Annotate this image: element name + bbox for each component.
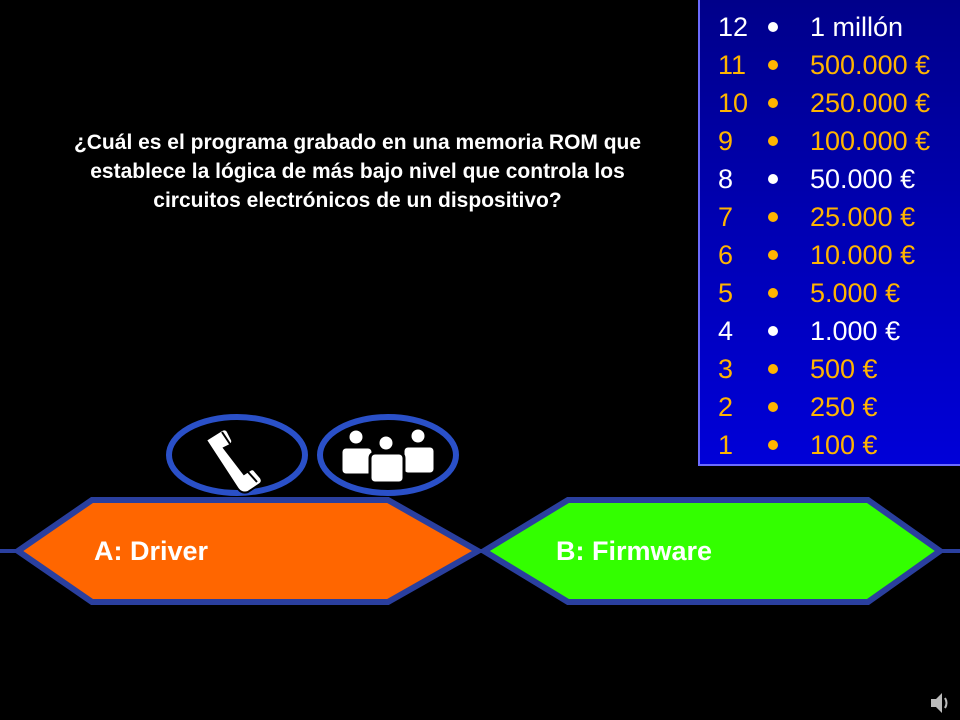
ladder-level: 6 [718, 240, 734, 270]
ladder-level: 9 [718, 126, 734, 156]
ladder-amount: 250 € [810, 392, 878, 422]
ladder-dot [768, 174, 778, 184]
answer-panel: A: Driver B: Firmware [0, 496, 960, 606]
ladder-row-1: 1 100 € [700, 426, 960, 464]
ladder-dot [768, 440, 778, 450]
ladder-dot [768, 136, 778, 146]
ladder-level: 8 [718, 164, 734, 194]
ladder-dot [768, 364, 778, 374]
ladder-amount: 25.000 € [810, 202, 916, 232]
ladder-row-5: 5 5.000 € [700, 274, 960, 312]
ladder-row-12: 12 1 millón [700, 8, 960, 46]
ladder-amount: 5.000 € [810, 278, 901, 308]
ladder-amount: 50.000 € [810, 164, 916, 194]
lifeline-ask-the-audience[interactable] [313, 410, 463, 500]
ladder-level: 7 [718, 202, 734, 232]
ladder-row-10: 10 250.000 € [700, 84, 960, 122]
ladder-row-4: 4 1.000 € [700, 312, 960, 350]
ladder-level: 12 [718, 12, 749, 42]
ladder-amount: 10.000 € [810, 240, 916, 270]
question-text: ¿Cuál es el programa grabado en una memo… [73, 131, 642, 212]
answer-b-button[interactable]: B: Firmware [556, 536, 713, 566]
ladder-dot [768, 22, 778, 32]
ladder-dot [768, 402, 778, 412]
ladder-dot [768, 60, 778, 70]
ladder-amount: 1.000 € [810, 316, 901, 346]
ladder-amount: 1 millón [810, 12, 904, 42]
answer-b-frame [478, 497, 946, 605]
lifeline-phone-a-friend[interactable] [162, 410, 312, 500]
ladder-level: 10 [718, 88, 749, 118]
ladder-dot [768, 288, 778, 298]
ladder-level: 1 [718, 430, 734, 460]
answer-frames [0, 497, 960, 605]
speaker-icon[interactable] [928, 690, 952, 716]
ladder-level: 2 [718, 392, 734, 422]
ladder-dot [768, 212, 778, 222]
ladder-row-11: 11 500.000 € [700, 46, 960, 84]
ladder-row-8: 8 50.000 € [700, 160, 960, 198]
ladder-row-3: 3 500 € [700, 350, 960, 388]
ladder-level: 3 [718, 354, 734, 384]
ladder-row-6: 6 10.000 € [700, 236, 960, 274]
ladder-amount: 500.000 € [810, 50, 931, 80]
ladder-amount: 100 € [810, 430, 878, 460]
ladder-level: 11 [718, 50, 747, 80]
ladder-level: 5 [718, 278, 734, 308]
ladder-row-2: 2 250 € [700, 388, 960, 426]
ladder-row-7: 7 25.000 € [700, 198, 960, 236]
ladder-level: 4 [718, 316, 734, 346]
ladder-row-9: 9 100.000 € [700, 122, 960, 160]
answer-a-button[interactable]: A: Driver [94, 536, 209, 566]
ladder-amount: 100.000 € [810, 126, 931, 156]
phone-icon [204, 428, 263, 494]
ladder-amount: 250.000 € [810, 88, 931, 118]
ladder-dot [768, 326, 778, 336]
answer-a-frame [12, 497, 485, 605]
audience-icon [339, 426, 437, 485]
ladder-dot [768, 250, 778, 260]
ladder-dot [768, 98, 778, 108]
ladder-amount: 500 € [810, 354, 878, 384]
